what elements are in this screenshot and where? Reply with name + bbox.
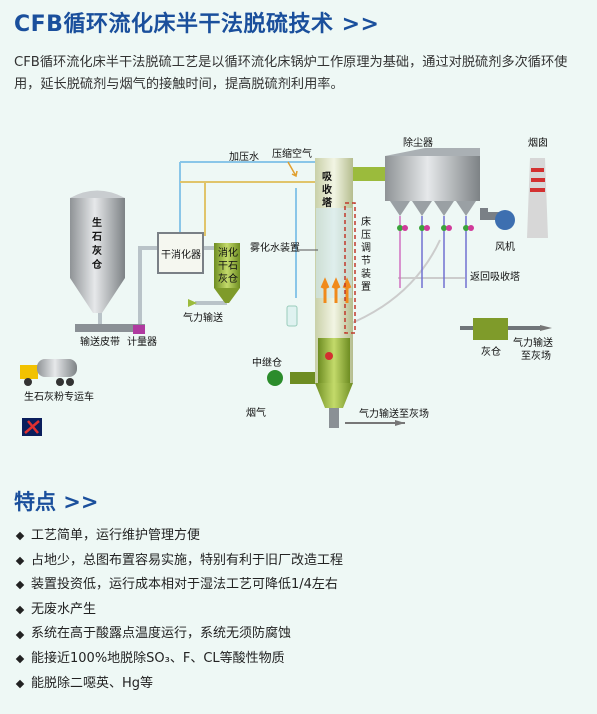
svg-text:压: 压 xyxy=(361,229,371,241)
right-ash-label-1: 气力输送 xyxy=(513,336,553,349)
list-item: 能脱除二噁英、Hg等 xyxy=(14,672,343,697)
slaker-label: 干消化器 xyxy=(161,248,201,261)
features-title: 特点 >> xyxy=(14,490,99,514)
truck-label: 生石灰粉专运车 xyxy=(24,390,94,403)
arrow-icon xyxy=(395,420,405,426)
lime-silo-label-4: 仓 xyxy=(91,258,103,271)
absorber-tower: 吸 收 塔 xyxy=(315,158,353,428)
right-ash-label-2: 至灰场 xyxy=(521,349,551,362)
fan-label: 风机 xyxy=(495,240,515,253)
list-item: 系统在高于酸露点温度运行，系统无须防腐蚀 xyxy=(14,622,343,647)
bottom-ash-label: 气力输送至灰场 xyxy=(359,407,429,420)
conveyor-belt-label: 输送皮带 xyxy=(80,335,120,348)
conveyor-belt xyxy=(75,324,145,332)
compressed-air-label: 压缩空气 xyxy=(272,147,312,160)
flue-gas-label: 烟气 xyxy=(246,406,266,419)
pneumatic-label: 气力输送 xyxy=(183,311,223,324)
diamond-bullet-icon xyxy=(15,630,25,639)
lime-silo-label-3: 灰 xyxy=(92,244,102,257)
relay-bin xyxy=(286,305,298,327)
meter xyxy=(133,325,145,334)
chimney-stripes xyxy=(530,168,545,192)
list-item: 工艺简单，运行维护管理方便 xyxy=(14,524,343,549)
atomizer-label: 雾化水装置 xyxy=(250,241,300,254)
bed-pressure-label: 床 压 调 节 装 置 xyxy=(361,215,371,293)
diamond-bullet-icon xyxy=(15,532,25,541)
arrow-icon xyxy=(540,325,552,331)
diamond-bullet-icon xyxy=(15,605,25,615)
absorber-label-2: 收 xyxy=(322,183,332,196)
absorber-label-3: 塔 xyxy=(322,196,333,209)
svg-text:置: 置 xyxy=(361,281,371,293)
page-title: CFB循环流化床半干法脱硫技术 >> xyxy=(14,12,380,37)
svg-text:床: 床 xyxy=(361,215,371,228)
slaked-silo-label-3: 灰仓 xyxy=(218,272,238,285)
lime-silo-label-1: 生 xyxy=(92,216,102,229)
features-list: 工艺简单，运行维护管理方便 占地少，总图布置容易实施，特别有利于旧厂改造工程 装… xyxy=(14,524,343,696)
slaker xyxy=(157,232,204,274)
lime-silo: 生 石 灰 仓 xyxy=(70,190,125,313)
ash-silo xyxy=(473,318,508,340)
slaked-silo-label-1: 消化 xyxy=(218,246,238,259)
fan-icon xyxy=(495,210,515,230)
air-arrow-icon xyxy=(287,161,298,178)
return-absorber-label: 返回吸收塔 xyxy=(470,270,520,283)
truck-icon xyxy=(20,359,77,386)
relay-bin-label: 中继仓 xyxy=(252,356,282,369)
pressure-water-label: 加压水 xyxy=(229,151,259,163)
arrow-icon xyxy=(188,299,197,307)
svg-text:调: 调 xyxy=(361,242,371,254)
diamond-bullet-icon xyxy=(15,655,25,664)
lime-silo-label-2: 石 xyxy=(91,231,102,243)
absorber-label-1: 吸 xyxy=(322,171,333,183)
meter-label: 计量器 xyxy=(127,335,157,348)
chimney-label: 烟囱 xyxy=(528,136,548,149)
list-item: 装置投资低，运行成本相对于湿法工艺可降低1/4左右 xyxy=(14,573,343,598)
ash-silo-label: 灰仓 xyxy=(481,345,501,358)
dust-collector-label: 除尘器 xyxy=(403,136,433,149)
svg-text:装: 装 xyxy=(361,267,371,280)
svg-text:节: 节 xyxy=(361,255,371,267)
logo-icon xyxy=(22,418,42,436)
hoppers-outlets xyxy=(397,216,474,288)
flue-gas-fan-icon xyxy=(267,370,283,386)
intro-paragraph: CFB循环流化床半干法脱硫工艺是以循环流化床锅炉工作原理为基础，通过对脱硫剂多次… xyxy=(14,55,568,92)
slaked-silo-label-2: 干石 xyxy=(218,261,238,272)
list-item: 占地少，总图布置容易实施，特别有利于旧厂改造工程 xyxy=(14,549,343,574)
dust-collector xyxy=(385,148,480,216)
list-item: 能接近100%地脱除SO₃、F、CL等酸性物质 xyxy=(14,647,343,672)
process-flow-diagram: 生 石 灰 仓 输送皮带 计量器 生石灰粉专运车 干消化器 消化 干石 灰仓 气… xyxy=(20,136,553,436)
diamond-bullet-icon xyxy=(15,581,25,590)
diamond-bullet-icon xyxy=(15,679,25,689)
diamond-bullet-icon xyxy=(15,556,25,566)
slaked-lime-silo: 消化 干石 灰仓 xyxy=(214,243,240,303)
list-item: 无废水产生 xyxy=(14,598,343,623)
